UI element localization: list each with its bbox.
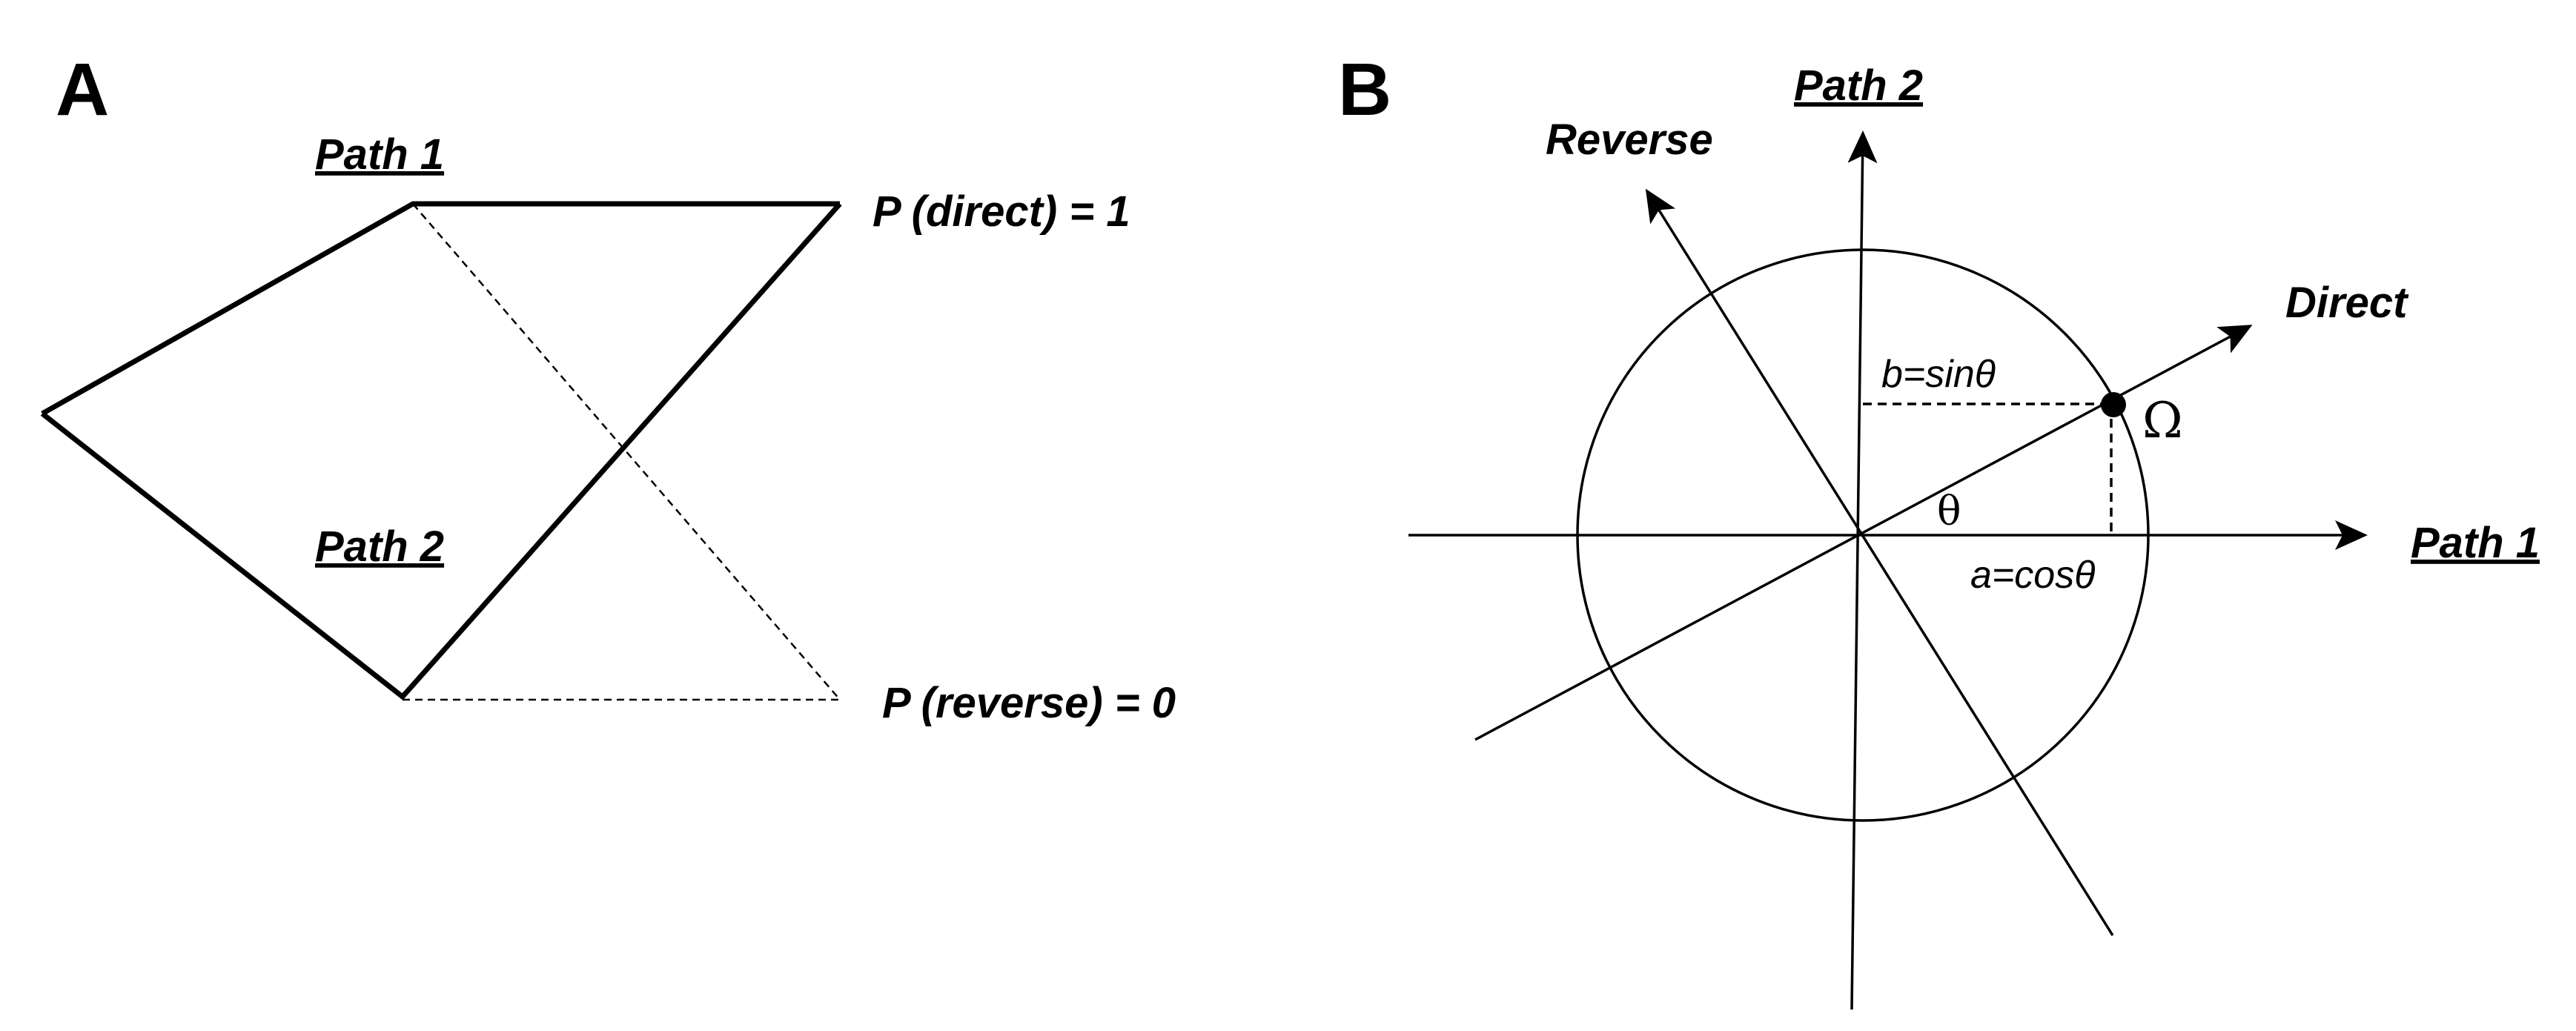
path2-axis-label: Path 2	[1794, 62, 1923, 110]
omega-point	[2101, 392, 2126, 417]
a-cos-theta-label: a=cosθ	[1970, 554, 2095, 597]
direct-probability-label: P (direct) = 1	[873, 188, 1130, 236]
reverse-probability-label: P (reverse) = 0	[882, 679, 1176, 727]
path2-beam	[40, 202, 842, 700]
reverse-axis-label: Reverse	[1546, 116, 1713, 164]
reverse-axis	[1645, 188, 2114, 936]
panel-a-letter: A	[56, 48, 109, 131]
direct-axis-label: Direct	[2285, 279, 2409, 327]
b-sin-theta-label: b=sinθ	[1881, 353, 1996, 396]
theta-angle-label: θ	[1937, 488, 1961, 534]
panel-b-letter: B	[1338, 48, 1391, 131]
path1-axis-label: Path 1	[2411, 519, 2540, 567]
panel-a: A Path 1 Path 2 P (direct) = 1 P (revers…	[40, 48, 1176, 727]
path1-dashed-continuation	[412, 203, 841, 700]
panel-a-path1-label: Path 1	[315, 130, 444, 179]
direct-axis	[1474, 325, 2253, 741]
path2-axis	[1847, 130, 1878, 1010]
panel-b: B Path 2 Reverse Direct Path 1 b=sinθ a=…	[1338, 48, 2540, 1010]
panel-a-path2-label: Path 2	[315, 523, 444, 571]
omega-label: Ω	[2142, 392, 2183, 449]
